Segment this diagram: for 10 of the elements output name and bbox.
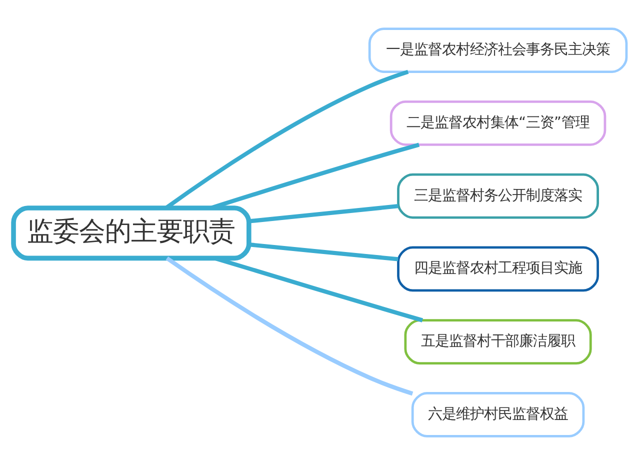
node-box: 四是监督农村工程项目实施 xyxy=(397,246,599,292)
node-box: 监委会的主要职责 xyxy=(11,206,252,261)
connector xyxy=(249,242,398,262)
node-box: 一是监督农村经济社会事务民主决策 xyxy=(368,28,628,73)
connector xyxy=(166,256,414,396)
node-box: 六是维护村民监督权益 xyxy=(411,392,585,438)
connector xyxy=(249,204,398,224)
node-box: 二是监督农村集体“三资”管理 xyxy=(390,100,606,146)
node-box: 三是监督村务公开制度落实 xyxy=(397,173,599,219)
node-box: 五是监督村干部廉洁履职 xyxy=(404,319,592,365)
